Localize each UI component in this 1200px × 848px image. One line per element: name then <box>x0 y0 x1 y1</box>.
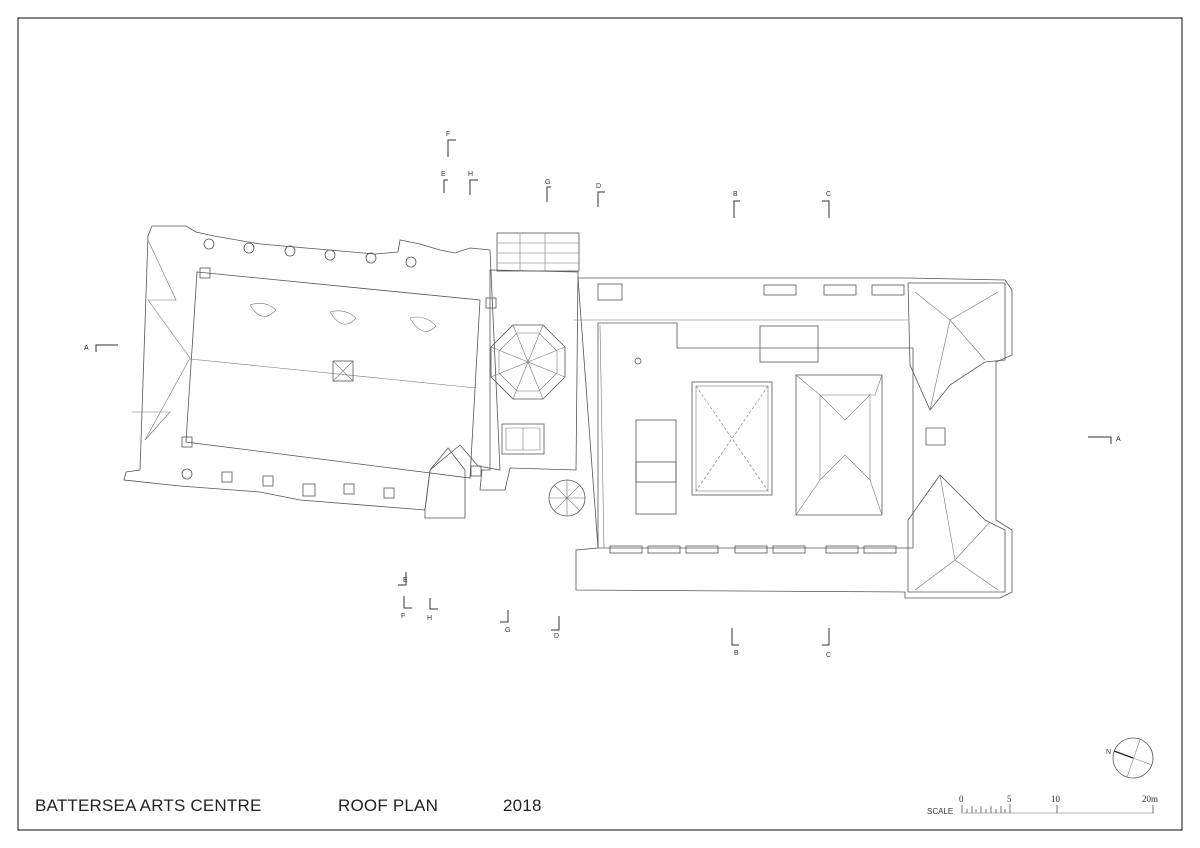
scale-tick-label: 5 <box>1007 794 1012 804</box>
section-label: G <box>505 627 510 634</box>
drawing-title: ROOF PLAN <box>338 796 439 815</box>
section-label: E <box>441 171 446 178</box>
section-label: H <box>427 615 432 622</box>
project-title: BATTERSEA ARTS CENTRE <box>35 796 262 815</box>
drawing-frame <box>17 17 1183 831</box>
section-label: B <box>733 191 738 198</box>
north-arrow-circle-icon <box>1112 737 1154 779</box>
north-arrow: N <box>1106 737 1154 779</box>
section-label: A <box>84 345 89 352</box>
scale-bar: SCALE 0 5 10 20m <box>927 794 1158 816</box>
north-label: N <box>1106 749 1111 756</box>
section-label: A <box>1116 436 1121 443</box>
scale-label: SCALE <box>927 807 953 816</box>
column-piers-bottom <box>181 436 482 499</box>
section-label: H <box>468 171 473 178</box>
section-label: B <box>734 650 739 657</box>
section-label: D <box>554 633 559 640</box>
section-label: C <box>826 652 831 659</box>
section-label: D <box>596 183 601 190</box>
section-markers-bottom: E F H G D B C <box>398 572 831 659</box>
section-label: F <box>401 613 405 620</box>
scale-tick-label: 0 <box>959 794 964 804</box>
scale-tick-label: 10 <box>1051 794 1061 804</box>
east-block-roof <box>573 277 1013 599</box>
section-label: F <box>446 131 450 138</box>
section-markers-top: F E H G D B C <box>441 131 831 218</box>
main-hall-roof <box>123 225 501 511</box>
section-label: E <box>403 577 408 584</box>
section-label: C <box>826 191 831 198</box>
scale-tick-label: 20m <box>1142 794 1158 804</box>
section-markers-side: A A <box>84 344 1121 444</box>
drawing-year: 2018 <box>503 796 542 815</box>
column-piers-top <box>199 238 497 309</box>
roof-lights-row <box>609 545 897 554</box>
link-block-roof <box>424 232 586 519</box>
section-label: G <box>545 179 550 186</box>
